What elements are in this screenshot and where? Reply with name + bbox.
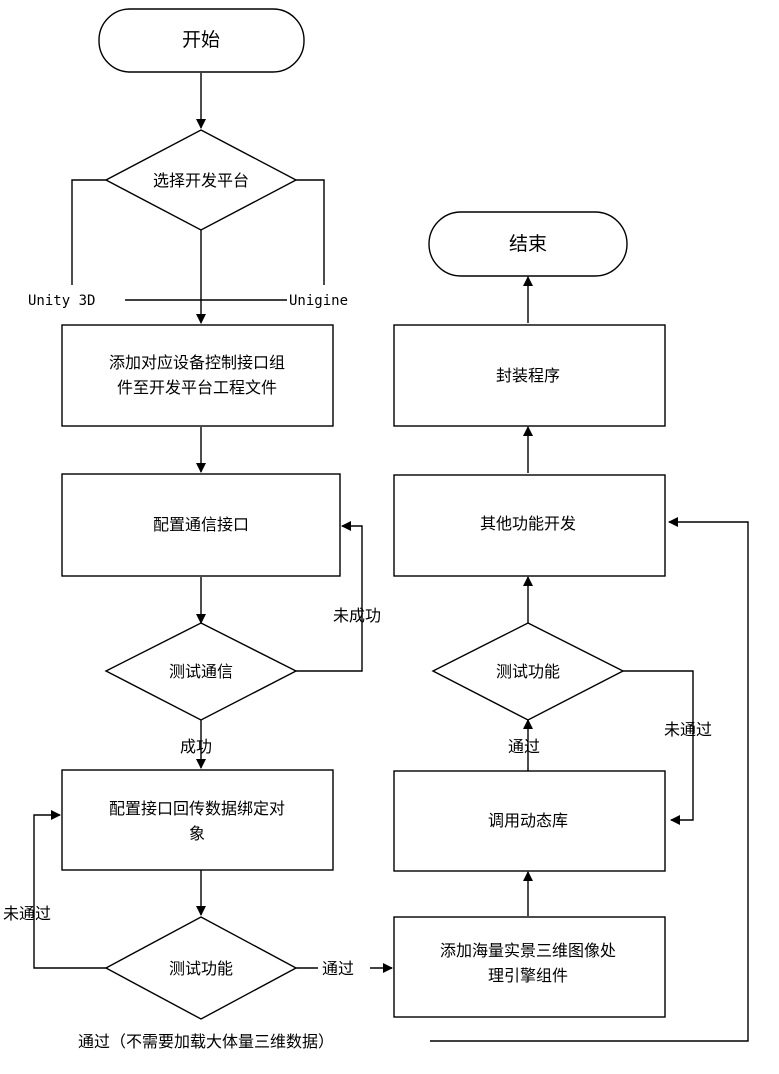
node-package: 封装程序 [393,324,666,427]
edge-test-comm-retry [296,521,363,672]
node-end: 结束 [428,211,628,277]
label-pass-mid: 通过 [322,959,354,978]
edge-choose-left-branch [71,179,106,285]
node-package-label: 封装程序 [496,366,560,385]
node-config-comm-label: 配置通信接口 [153,515,249,534]
edge-bypass-to-other-dev [430,517,749,1042]
node-test-func-left-label: 测试功能 [169,959,233,978]
node-end-label: 结束 [509,233,547,255]
node-config-comm: 配置通信接口 [61,473,341,577]
node-add-component: 添加对应设备控制接口组 件至开发平台工程文件 [61,324,334,427]
label-not-success: 未成功 [333,606,381,625]
connectors [33,73,749,1042]
label-not-pass-left: 未通过 [3,904,51,923]
node-call-dll: 调用动态库 [393,770,666,872]
node-choose-platform-label: 选择开发平台 [153,171,249,190]
edge-choose-right-branch [296,179,325,285]
node-choose-platform: 选择开发平台 [104,129,298,231]
node-call-dll-label: 调用动态库 [488,811,568,830]
node-test-comm-label: 测试通信 [169,662,233,681]
node-test-func-right: 测试功能 [431,622,625,721]
node-config-return: 配置接口回传数据绑定对 象 [61,769,334,871]
label-pass-right: 通过 [508,737,540,756]
node-test-comm: 测试通信 [104,622,298,721]
label-success: 成功 [180,737,212,756]
edge-test-func-left-retry [33,810,106,969]
node-other-dev-label: 其他功能开发 [480,514,576,533]
node-config-return-label-line2: 象 [189,824,205,843]
edge-test-func-right-retry [623,670,694,825]
label-not-pass-right: 未通过 [664,720,712,739]
node-config-return-label-line1: 配置接口回传数据绑定对 [109,799,285,818]
node-add-component-label-line1: 添加对应设备控制接口组 [109,353,285,372]
node-other-dev: 其他功能开发 [393,474,666,577]
node-test-func-left: 测试功能 [104,916,298,1020]
node-start-label: 开始 [182,29,220,51]
label-unigine: Unigine [289,293,348,309]
node-add-engine-label-line2: 理引擎组件 [488,966,568,985]
node-add-component-label-line2: 件至开发平台工程文件 [117,378,277,397]
node-test-func-right-label: 测试功能 [496,662,560,681]
node-start: 开始 [98,8,305,73]
node-add-engine-label-line1: 添加海量实景三维图像处 [440,941,616,960]
label-pass-bypass: 通过（不需要加载大体量三维数据） [78,1032,334,1051]
label-unity: Unity 3D [28,293,95,309]
node-add-engine: 添加海量实景三维图像处 理引擎组件 [393,916,666,1018]
